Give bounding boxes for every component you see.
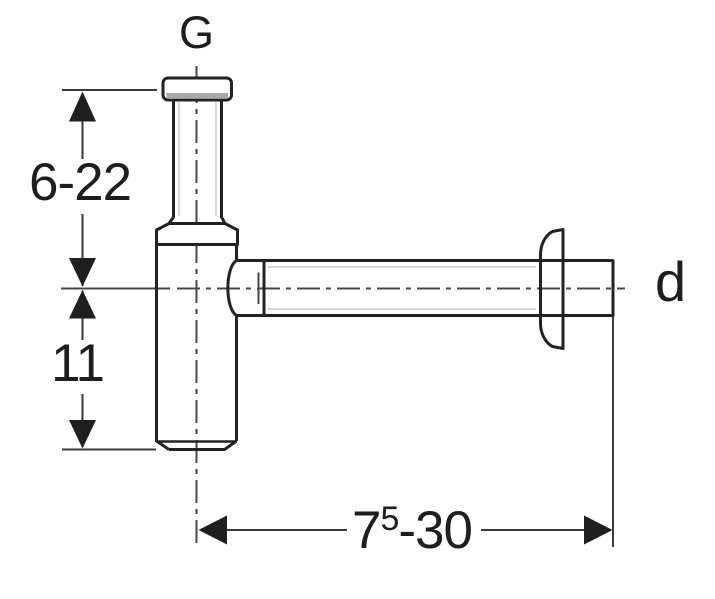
dimension-11 [62, 290, 156, 451]
outlet-length-base: 7 [352, 501, 382, 560]
trap-body-group [155, 222, 239, 451]
inlet-thread-label: G [179, 7, 214, 58]
outlet-length-superscript: 5 [380, 500, 399, 538]
outlet-pipe-group [226, 259, 615, 317]
body-height-dimension-label: 11 [51, 334, 105, 393]
centerlines [61, 66, 625, 548]
arrowhead-up-top [69, 91, 96, 122]
arrowhead-up-center [69, 290, 96, 319]
arrowhead-right [584, 515, 613, 545]
arrowhead-down-center [69, 258, 96, 287]
cup-left-wall [155, 244, 170, 451]
inlet-pipe-left-wall [167, 100, 175, 225]
collar-nut [155, 222, 239, 246]
dimension-6-22 [62, 89, 157, 287]
outlet-diameter-label: d [655, 250, 686, 313]
inlet-height-dimension-label: 6-22 [29, 153, 132, 212]
ball-joint-arc [226, 259, 238, 317]
inlet-pipe-group [161, 76, 233, 225]
wall-flange [539, 228, 565, 350]
inlet-pipe-right-wall [220, 100, 227, 225]
inlet-cap-shading [166, 93, 228, 98]
outlet-length-rest: -30 [398, 501, 473, 560]
arrowhead-down-bottom [69, 420, 96, 449]
dimension-7-30 [198, 316, 614, 547]
cup-bottom [169, 439, 238, 451]
outlet-length-dimension-label: 75-30 [352, 500, 473, 560]
arrowhead-left [198, 515, 227, 545]
wall-flange-outline [539, 228, 565, 350]
